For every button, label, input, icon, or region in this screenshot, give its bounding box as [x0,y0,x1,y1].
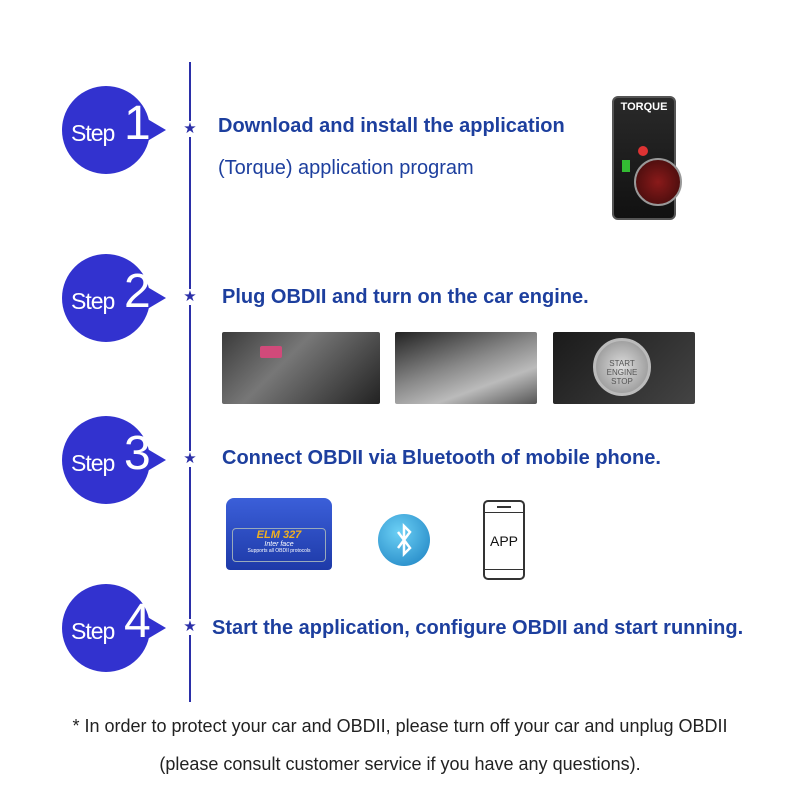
start-button-photo: START ENGINE STOP [553,332,695,404]
star-icon: ★ [181,121,199,137]
step-4-title: Start the application, configure OBDII a… [212,617,744,639]
pedal-photo [395,332,537,404]
start-stop-label: START ENGINE STOP [593,338,651,396]
step-word: Step [71,450,115,476]
note-line-2: (please consult customer service if you … [159,754,641,774]
note-line-1: * In order to protect your car and OBDII… [72,716,728,736]
torque-app-image: TORQUE [612,96,682,220]
step-number: 1 [124,97,151,150]
step-1-badge: Step 1 [62,86,172,178]
step-4-badge: Step 4 [62,584,172,676]
step-number: 2 [124,265,151,318]
adapter-sub2: Supports all OBDII protocols [247,548,311,554]
bluetooth-icon [378,514,430,566]
phone-icon: APP [483,500,525,580]
step-number: 4 [124,595,151,648]
torque-app-name: TORQUE [620,101,668,113]
step-3-title: Connect OBDII via Bluetooth of mobile ph… [222,447,661,469]
step-word: Step [71,288,115,314]
adapter-sub1: Inter face [264,541,294,548]
step-1-subtitle: (Torque) application program [218,157,474,179]
star-icon: ★ [181,451,199,467]
step-1-title: Download and install the application [218,115,565,137]
obd-port-photo [222,332,380,404]
adapter-label: ELM 327 [256,529,302,541]
star-icon: ★ [181,289,199,305]
step-number: 3 [124,427,151,480]
star-icon: ★ [181,619,199,635]
step-3-badge: Step 3 [62,416,172,508]
elm327-adapter-image: ELM 327 Inter face Supports all OBDII pr… [226,498,332,570]
step-2-title: Plug OBDII and turn on the car engine. [222,286,589,308]
app-label: APP [489,533,518,549]
step-word: Step [71,618,115,644]
step-2-badge: Step 2 [62,254,172,346]
step-word: Step [71,120,115,146]
timeline-line [189,62,191,702]
